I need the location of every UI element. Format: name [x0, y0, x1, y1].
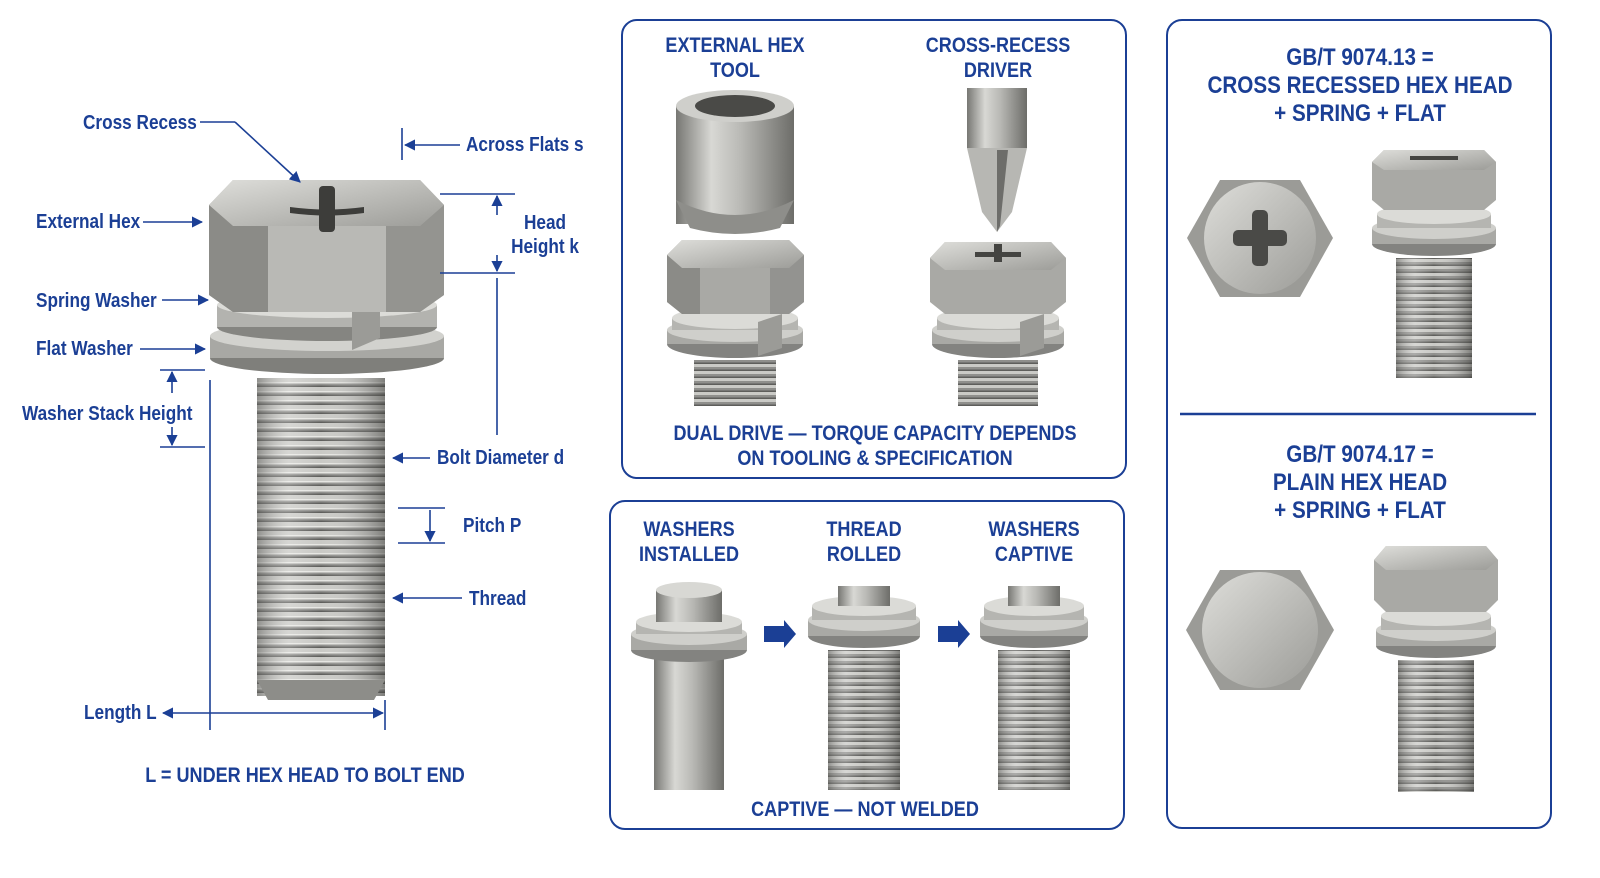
standard1-line3: + SPRING + FLAT: [1274, 100, 1446, 127]
label-thread: Thread: [469, 588, 527, 610]
process-panel: [609, 500, 1125, 830]
plain-hex-top-view: [1186, 570, 1334, 690]
tool2-title-line1: CROSS-RECESS: [925, 34, 1071, 57]
step1-line1: WASHERS: [643, 518, 735, 541]
tool1-title: EXTERNAL HEX TOOL: [653, 33, 816, 83]
dimension-lines: [140, 121, 515, 730]
label-external-hex: External Hex: [36, 211, 141, 233]
label-head-height-line1: Head: [523, 212, 567, 234]
process-step-1: [631, 582, 747, 790]
step3-title: WASHERS CAPTIVE: [978, 517, 1090, 567]
process-step-3: [980, 586, 1088, 790]
step2-line1: THREAD: [826, 518, 902, 541]
arrow-icon: [938, 620, 970, 648]
label-spring-washer: Spring Washer: [36, 290, 157, 312]
label-length: Length L: [84, 702, 157, 724]
step2-line2: ROLLED: [826, 543, 902, 566]
tool2-title: CROSS-RECESS DRIVER: [912, 33, 1084, 83]
step2-title: THREAD ROLLED: [808, 517, 920, 567]
standard2-title: GB/T 9074.17 = PLAIN HEX HEAD + SPRING +…: [1197, 441, 1524, 525]
label-flat-washer: Flat Washer: [36, 338, 133, 360]
tooling-caption: DUAL DRIVE — TORQUE CAPACITY DEPENDS ON …: [673, 421, 1077, 471]
label-cross-recess: Cross Recess: [83, 112, 197, 134]
tooling-panel: [621, 19, 1127, 479]
standard1-line2: CROSS RECESSED HEX HEAD: [1207, 72, 1513, 99]
arrow-icon: [764, 620, 796, 648]
tool2-title-line2: DRIVER: [963, 59, 1033, 82]
hex-socket-tool: [676, 90, 794, 234]
tooling-caption-line2: ON TOOLING & SPECIFICATION: [737, 447, 1013, 470]
process-caption: CAPTIVE — NOT WELDED: [751, 798, 979, 821]
process-step-2: [808, 586, 920, 790]
plain-hex-side-view: [1374, 546, 1498, 792]
standard1-title: GB/T 9074.13 = CROSS RECESSED HEX HEAD +…: [1197, 44, 1524, 128]
label-head-height-line2: Height k: [511, 236, 579, 258]
footnote: L = UNDER HEX HEAD TO BOLT END: [145, 764, 465, 787]
label-bolt-diameter: Bolt Diameter d: [437, 447, 565, 469]
tool1-title-line1: EXTERNAL HEX: [665, 34, 805, 57]
step3-line1: WASHERS: [988, 518, 1080, 541]
label-washer-stack-height: Washer Stack Height: [22, 403, 193, 425]
step1-line2: INSTALLED: [638, 543, 740, 566]
step3-line2: CAPTIVE: [994, 543, 1074, 566]
label-head-height: Head Height k: [511, 211, 580, 259]
step1-title: WASHERS INSTALLED: [633, 517, 745, 567]
label-across-flats: Across Flats s: [466, 134, 584, 156]
cross-hex-top-view: [1187, 180, 1333, 297]
main-bolt: [209, 180, 444, 700]
tooling-caption-line1: DUAL DRIVE — TORQUE CAPACITY DEPENDS: [673, 422, 1077, 445]
label-pitch: Pitch P: [463, 515, 522, 537]
standard2-line2: PLAIN HEX HEAD: [1272, 469, 1448, 496]
standard1-line1: GB/T 9074.13 =: [1286, 44, 1434, 71]
tool-bolt-right: [930, 242, 1066, 406]
tool1-title-line2: TOOL: [710, 59, 760, 82]
cross-hex-side-view: [1372, 150, 1496, 378]
tool-bolt-left: [667, 240, 804, 406]
standard2-line3: + SPRING + FLAT: [1274, 497, 1446, 524]
standards-panel: [1166, 19, 1552, 829]
standard2-line1: GB/T 9074.17 =: [1286, 441, 1434, 468]
cross-recess-driver: [967, 88, 1027, 232]
